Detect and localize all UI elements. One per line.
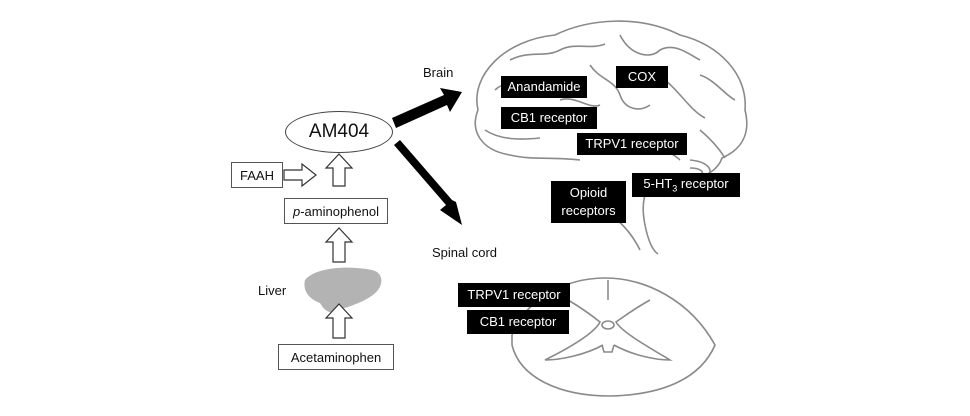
cox-label: COX (627, 69, 657, 85)
brain-label: Brain (423, 65, 454, 80)
am404-oval: AM404 (285, 111, 393, 153)
bold-arrows (392, 88, 462, 225)
opioid-label-line1: Opioid (569, 185, 608, 201)
5ht3-label: 5-HT3 receptor (643, 176, 729, 194)
trpv1-spinal-box: TRPV1 receptor (458, 283, 570, 307)
trpv1-spinal-label: TRPV1 receptor (467, 287, 561, 303)
cox-box: COX (616, 66, 668, 88)
spinal-cord-illustration (511, 277, 716, 397)
acetaminophen-label: Acetaminophen (290, 349, 382, 365)
cb1-brain-label: CB1 receptor (510, 110, 588, 126)
arrow-up-acetaminophen (324, 303, 354, 339)
p-aminophenol-box: p-aminophenol (284, 198, 388, 224)
opioid-receptors-box: Opioid receptors (551, 181, 626, 223)
arrow-to-brain (392, 88, 462, 128)
trpv1-brain-box: TRPV1 receptor (577, 133, 687, 155)
faah-box: FAAH (231, 162, 283, 188)
p-aminophenol-label: p-aminophenol (292, 203, 379, 219)
arrow-to-spinal (394, 140, 462, 225)
cb1-spinal-label: CB1 receptor (479, 314, 557, 330)
arrow-up-liver (324, 227, 354, 263)
5ht3-receptor-box: 5-HT3 receptor (632, 173, 740, 197)
cb1-brain-box: CB1 receptor (501, 107, 597, 129)
arrow-right-faah (283, 162, 317, 188)
anandamide-label: Anandamide (507, 79, 581, 95)
faah-label: FAAH (240, 167, 274, 183)
spinal-cord-label: Spinal cord (432, 245, 498, 260)
liver-label: Liver (258, 283, 287, 298)
anandamide-box: Anandamide (501, 76, 587, 98)
cb1-spinal-box: CB1 receptor (467, 310, 569, 334)
liver-icon (304, 267, 382, 313)
trpv1-brain-label: TRPV1 receptor (585, 136, 679, 152)
hollow-arrows (283, 153, 354, 339)
opioid-label-line2: receptors (561, 203, 616, 218)
acetaminophen-box: Acetaminophen (278, 344, 394, 370)
am404-label: AM404 (308, 121, 370, 142)
arrow-up-aminophenol (324, 153, 354, 187)
